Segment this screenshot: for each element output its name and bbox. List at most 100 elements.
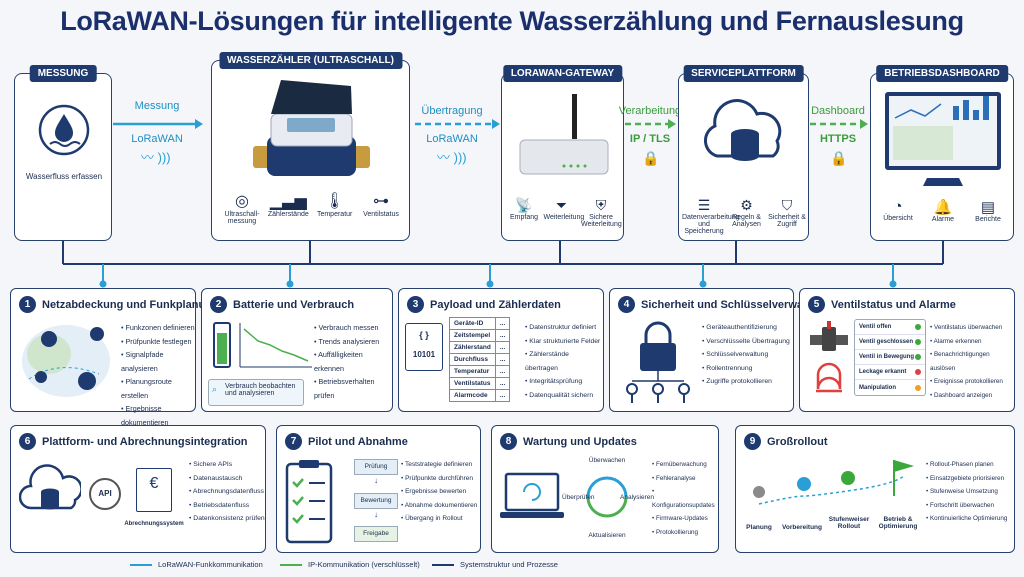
state-label: Manipulation [859,384,896,391]
cycle-step: Überwachen [588,457,626,464]
invoice-icon: € [136,468,172,512]
gateway-icon-label: Weiterleitung [543,214,585,221]
card-number: 9 [744,433,761,450]
thermometer-icon: 🌡 [324,193,345,210]
phase-label: Planung [746,524,772,531]
list-item: Signalpfade analysieren [121,348,195,375]
field-value: ... [494,377,511,390]
field-name: Zeitstempel [449,329,496,342]
list-item: Ergebnisse dokumentieren [121,402,195,429]
water-meter-icon [253,80,370,176]
dashboard-icons: ◔Übersicht 🔔Alarme ▤Berichte [879,198,1007,223]
state-label: Ventil in Bewegung [859,354,915,360]
router-icon [519,94,609,175]
arrow-down-icon: ↓ [374,476,378,485]
shield-check-icon: ⛉ [781,197,793,213]
api-label: API [98,489,112,498]
gateway-icons: 📡Empfang ⏷Weiterleitung ⛨Sichere Weiterl… [506,197,622,228]
list-item: Ergebnisse bewerten [401,485,477,499]
billing-system-label: Abrechnungssystem [124,521,184,527]
gateway-box: LORAWAN-GATEWAY 📡Empfang ⏷Weiterleitung … [501,65,624,241]
card-number: 7 [285,433,302,450]
meter-icon-label: Zählerstände [267,211,309,218]
update-cycle-icon [586,476,628,518]
shield-lock-icon: ⛨ [595,197,607,213]
flow3-top: Verarbeitung [618,105,682,117]
field-value: ... [494,341,511,354]
status-dot [915,354,921,360]
arrow-down-icon: ↓ [374,510,378,519]
service-header: SERVICEPLATTFORM [683,65,804,82]
cloud-database-icon [704,99,782,161]
flow1-bottom: LoRaWAN [131,133,183,145]
field-value: ... [494,389,511,402]
meter-icon-label: Temperatur [316,211,353,218]
table-row: Temperatur... [449,365,511,378]
battery-trend-icon [213,322,312,368]
list-item: Betriebsdatenfluss [189,499,265,513]
document-icon: ▤ [980,199,996,216]
list-item: Fortschritt überwachen [926,499,1007,513]
water-drop-icon [38,104,90,156]
clipboard-checklist-icon [285,460,333,544]
list-item: Manipulation [855,380,925,395]
list-item: Dashboard anzeigen [930,389,1014,403]
card-list: Funkzonen definieren Prüfpunkte festlege… [121,321,195,429]
status-dot [915,324,921,330]
pie-chart-icon: ◔ [893,198,903,215]
list-item: Ventilstatus überwachen [930,321,1014,335]
field-value: ... [494,317,511,330]
valve-state-list: Ventil offen Ventil geschlossen Ventil i… [854,319,926,396]
list-item: Sichere APIs [189,458,265,472]
api-gear-icon: API [89,478,121,510]
cycle-step: Überprüfen [562,494,595,501]
flow4-top: Dashboard [811,105,865,117]
list-item: Prüfpunkte durchführen [401,472,477,486]
messung-label: Wasserfluss erfassen [25,172,103,181]
table-row: Geräte-ID... [449,317,511,330]
list-item: Fernüberwachung [652,458,718,472]
card-list: Ventilstatus überwachen Alarme erkennen … [930,321,1014,402]
list-item: Rollentrennung [702,362,790,376]
list-item: Konfigurationsupdates [652,485,718,512]
list-item: Abrechnungsdatenfluss [189,485,265,499]
card-title: Wartung und Updates [523,435,637,448]
card-number: 1 [19,296,36,313]
list-item: Verbrauch messen [314,321,392,335]
list-item: Prüfpunkte festlegen [121,335,195,349]
field-name: Zählerstand [449,341,496,354]
gateway-icon-label: Empfang [509,214,539,221]
lock-icon: 🔒 [830,150,848,166]
list-item: Leckage erkannt [855,365,925,380]
list-item: Protokollierung [652,526,718,540]
list-item: Abnahme dokumentieren [401,499,478,513]
rollout-path-icon [753,460,914,505]
monitor-icon [885,92,1001,186]
card-number: 3 [407,296,424,313]
list-item: Betriebsverhalten prüfen [314,375,392,402]
meter-box: WASSERZÄHLER (ULTRASCHALL) ◎Ultraschall-… [211,52,410,241]
list-item: Übergang in Rollout [401,512,477,526]
list-item: Planungsroute erstellen [121,375,195,402]
list-item: Funkzonen definieren [121,321,195,335]
card-number: 8 [500,433,517,450]
list-item: Datenkonsistenz prüfen [189,512,264,526]
funnel-icon: ⏷ [555,197,568,213]
list-item: Stufenweise Umsetzung [926,485,1007,499]
list-item: Klar strukturierte Felder [525,335,603,349]
status-dot [915,369,921,375]
dashboard-box: BETRIEBSDASHBOARD ◔Übersicht 🔔Alarme ▤Be… [870,65,1014,241]
lock-keys-icon [626,321,690,403]
dashboard-icon-label: Alarme [931,216,955,223]
signal-icon: 〰 ))) [141,150,171,165]
list-item: Alarme erkennen [930,335,1014,349]
meter-icon-label: Ventilstatus [363,211,399,218]
cloud-database-icon [19,464,81,510]
flow2-bottom: LoRaWAN [426,133,478,145]
signal-icon: 〰 ))) [437,150,467,165]
